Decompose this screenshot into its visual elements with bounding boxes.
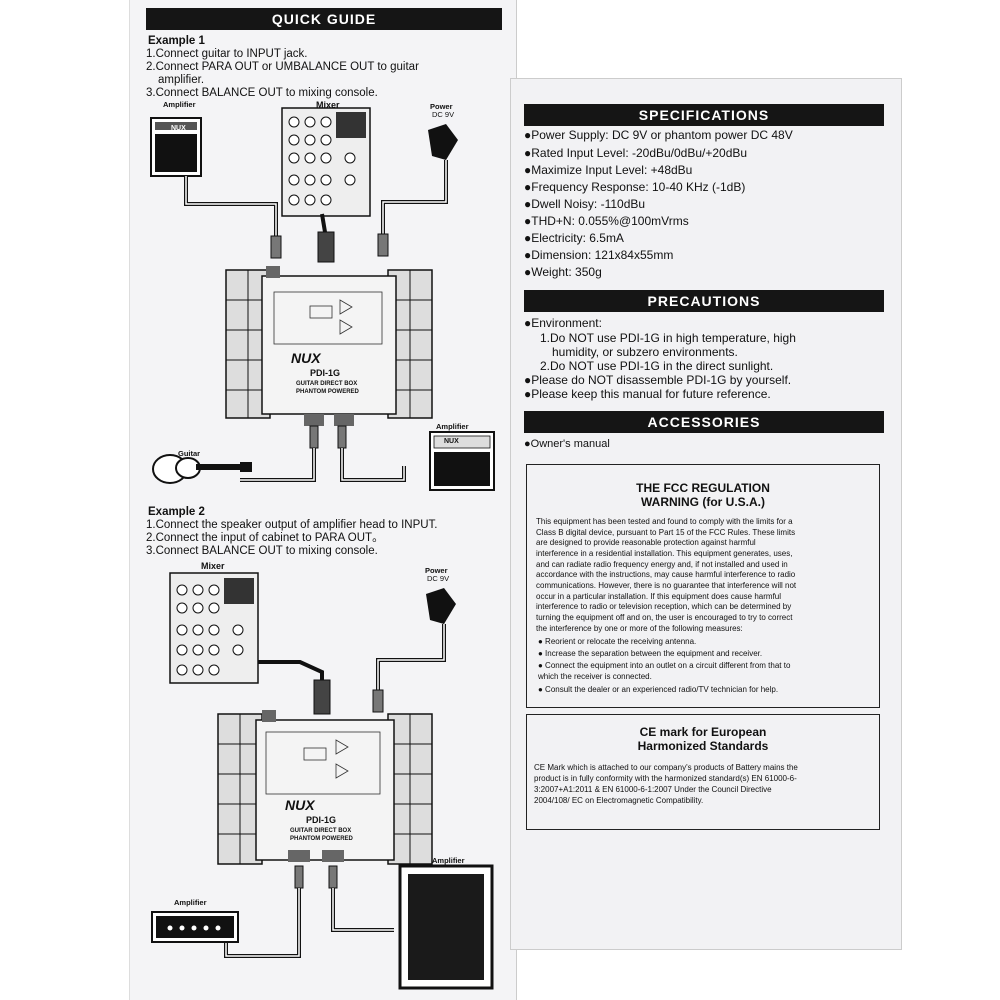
ce-mark-box: CE mark for European Harmonized Standard… bbox=[526, 714, 880, 830]
amplifier-illustration bbox=[429, 431, 495, 491]
ce-text-line: 3:2007+A1:2011 & EN 61000-6-1:2007 Under… bbox=[534, 785, 772, 794]
mixer-illustration bbox=[169, 572, 259, 684]
pdi-device-illustration bbox=[225, 266, 433, 426]
ce-text-line: product is in fully conformity with the … bbox=[534, 774, 797, 783]
precaution-line: ●Please do NOT disassemble PDI-1G by you… bbox=[524, 373, 792, 387]
example1-step: 1.Connect guitar to INPUT jack. bbox=[146, 48, 308, 60]
amplifier-head-illustration bbox=[151, 911, 239, 943]
fcc-text-line: interference to radio or television rece… bbox=[536, 602, 792, 611]
amp-brand-logo: NUX bbox=[444, 438, 459, 445]
precautions-title: PRECAUTIONS bbox=[524, 290, 884, 312]
fcc-bullet: ● Increase the separation between the eq… bbox=[538, 649, 763, 658]
device-line1: GUITAR DIRECT BOX bbox=[290, 828, 352, 834]
label-mixer: Mixer bbox=[201, 561, 225, 571]
device-model: PDI-1G bbox=[306, 815, 337, 825]
fcc-text-line: and can radiate radio frequency energy a… bbox=[536, 560, 788, 569]
pdi-device-illustration bbox=[217, 710, 433, 865]
spec-item: ●Frequency Response: 10-40 KHz (-1dB) bbox=[524, 180, 746, 194]
label-mixer: Mixer bbox=[316, 100, 340, 110]
spec-item: ●Dwell Noisy: -110dBu bbox=[524, 197, 646, 211]
precaution-line: 1.Do NOT use PDI-1G in high temperature,… bbox=[540, 331, 796, 345]
amp-brand-logo: NUX bbox=[171, 125, 186, 132]
device-model: PDI-1G bbox=[310, 368, 341, 378]
example1-step: 3.Connect BALANCE OUT to mixing console. bbox=[146, 87, 378, 99]
spec-item: ●Electricity: 6.5mA bbox=[524, 231, 624, 245]
power-adapter-illustration bbox=[428, 124, 458, 160]
ce-title: CE mark for European bbox=[639, 725, 767, 739]
label-amplifier: Amplifier bbox=[436, 422, 469, 431]
label-power-spec: DC 9V bbox=[427, 574, 450, 583]
label-amplifier: Amplifier bbox=[163, 100, 196, 109]
precaution-line: ●Please keep this manual for future refe… bbox=[524, 387, 771, 401]
precaution-line: ●Environment: bbox=[524, 316, 602, 330]
device-brand-logo: NUX bbox=[285, 797, 315, 813]
fcc-text-line: occur in a particular installation. If t… bbox=[536, 592, 782, 601]
example2-step: 1.Connect the speaker output of amplifie… bbox=[146, 519, 438, 531]
example2-heading: Example 2 bbox=[148, 506, 205, 518]
fcc-bullet: which the receiver is connected. bbox=[538, 672, 652, 681]
device-brand-logo: NUX bbox=[291, 350, 321, 366]
fcc-text-line: Class B digital device, pursuant to Part… bbox=[536, 528, 796, 537]
ce-text-line: CE Mark which is attached to our company… bbox=[534, 763, 798, 772]
power-adapter-illustration bbox=[426, 588, 456, 624]
fcc-text-line: are designed to provide reasonable prote… bbox=[536, 538, 756, 547]
spec-item: ●Maximize Input Level: +48dBu bbox=[524, 163, 693, 177]
example1-step: amplifier. bbox=[158, 74, 205, 86]
fcc-text-line: accordance with the instructions, may ca… bbox=[536, 570, 796, 579]
specifications-sheet bbox=[510, 78, 902, 950]
label-power: Power bbox=[430, 102, 453, 111]
fcc-bullet: ● Connect the equipment into an outlet o… bbox=[538, 661, 791, 670]
device-line1: GUITAR DIRECT BOX bbox=[296, 381, 358, 387]
spec-item: ●Weight: 350g bbox=[524, 265, 602, 279]
spec-item: ●THD+N: 0.055%@100mVrms bbox=[524, 214, 689, 228]
fcc-subtitle: WARNING (for U.S.A.) bbox=[641, 495, 765, 509]
label-power: Power bbox=[425, 566, 448, 575]
fcc-regulation-box: THE FCC REGULATION WARNING (for U.S.A.) bbox=[526, 464, 880, 708]
fcc-bullet: ● Reorient or relocate the receiving ant… bbox=[538, 637, 697, 646]
accessories-title: ACCESSORIES bbox=[524, 411, 884, 433]
specifications-title: SPECIFICATIONS bbox=[524, 104, 884, 126]
label-amplifier-head: Amplifier bbox=[174, 898, 207, 907]
label-power-spec: DC 9V bbox=[432, 110, 455, 119]
guitar-illustration bbox=[152, 454, 252, 484]
label-guitar: Guitar bbox=[178, 449, 201, 458]
example1-heading: Example 1 bbox=[148, 35, 205, 47]
precaution-line: humidity, or subzero environments. bbox=[552, 345, 738, 359]
spec-item: ●Rated Input Level: -20dBu/0dBu/+20dBu bbox=[524, 146, 748, 160]
quick-guide-title: QUICK GUIDE bbox=[146, 8, 502, 30]
fcc-text-line: turning the equipment off and on, the us… bbox=[536, 613, 793, 622]
device-line2: PHANTOM POWERED bbox=[290, 836, 353, 842]
fcc-bullet: ● Consult the dealer or an experienced r… bbox=[538, 685, 779, 694]
spec-item: ●Dimension: 121x84x55mm bbox=[524, 248, 674, 262]
fcc-text-line: the interference by one or more of the f… bbox=[536, 624, 743, 633]
ce-subtitle: Harmonized Standards bbox=[637, 739, 769, 753]
example2-step: 2.Connect the input of cabinet to PARA O… bbox=[146, 532, 384, 544]
example1-step: 2.Connect PARA OUT or UMBALANCE OUT to g… bbox=[146, 61, 419, 73]
accessory-item: ●Owner's manual bbox=[524, 438, 610, 450]
spec-item: ●Power Supply: DC 9V or phantom power DC… bbox=[524, 128, 793, 142]
fcc-title: THE FCC REGULATION bbox=[636, 481, 770, 495]
fcc-text-line: This equipment has been tested and found… bbox=[536, 517, 793, 526]
amplifier-illustration bbox=[150, 117, 202, 177]
fcc-text-line: communications. However, there is no gua… bbox=[536, 581, 797, 590]
mixer-illustration bbox=[281, 107, 371, 217]
amplifier-cabinet-illustration bbox=[398, 864, 494, 990]
example2-step: 3.Connect BALANCE OUT to mixing console. bbox=[146, 545, 378, 557]
label-amplifier-cabinet: Amplifier bbox=[432, 856, 465, 865]
fcc-text-line: interference in a residential installati… bbox=[536, 549, 793, 558]
ce-text-line: 2004/108/ EC on Electromagnetic Compatib… bbox=[534, 796, 704, 805]
device-line2: PHANTOM POWERED bbox=[296, 389, 359, 395]
precaution-line: 2.Do NOT use PDI-1G in the direct sunlig… bbox=[540, 359, 774, 373]
